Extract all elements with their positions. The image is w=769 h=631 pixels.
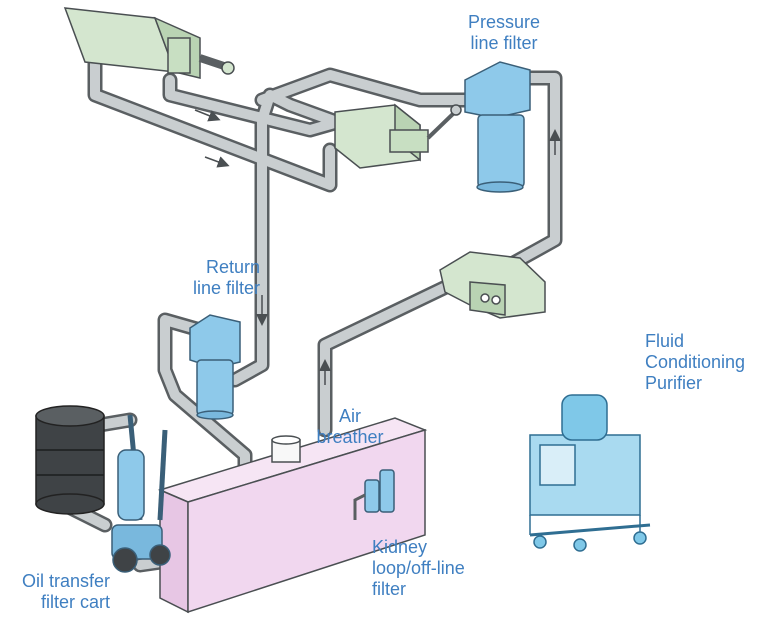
pump-unit (439, 251, 546, 319)
oil-cart-label: Oil transfer filter cart (21, 571, 110, 612)
pressure-filter-label: Pressure line filter (467, 12, 541, 53)
kidney-loop-label: Kidney loop/off-line filter (372, 537, 465, 599)
air-breather-label: Air breather (316, 406, 384, 447)
directional-valve (334, 103, 462, 169)
fluid-purifier-unit (529, 394, 651, 552)
flow-arrows (194, 109, 561, 385)
oil-drum (35, 405, 105, 515)
kidney-loop-filter (353, 469, 395, 520)
hydraulic-cylinder (63, 7, 235, 79)
pressure-filter-unit (464, 61, 531, 193)
flow-arrow (204, 156, 230, 168)
air-breather (271, 435, 301, 463)
flow-arrow (194, 109, 221, 122)
fluid-purifier-label: Fluid Conditioning Purifier (645, 331, 746, 393)
return-filter-label: Return line filter (192, 257, 260, 298)
oil-transfer-cart (111, 414, 171, 573)
return-filter-unit (189, 314, 241, 420)
